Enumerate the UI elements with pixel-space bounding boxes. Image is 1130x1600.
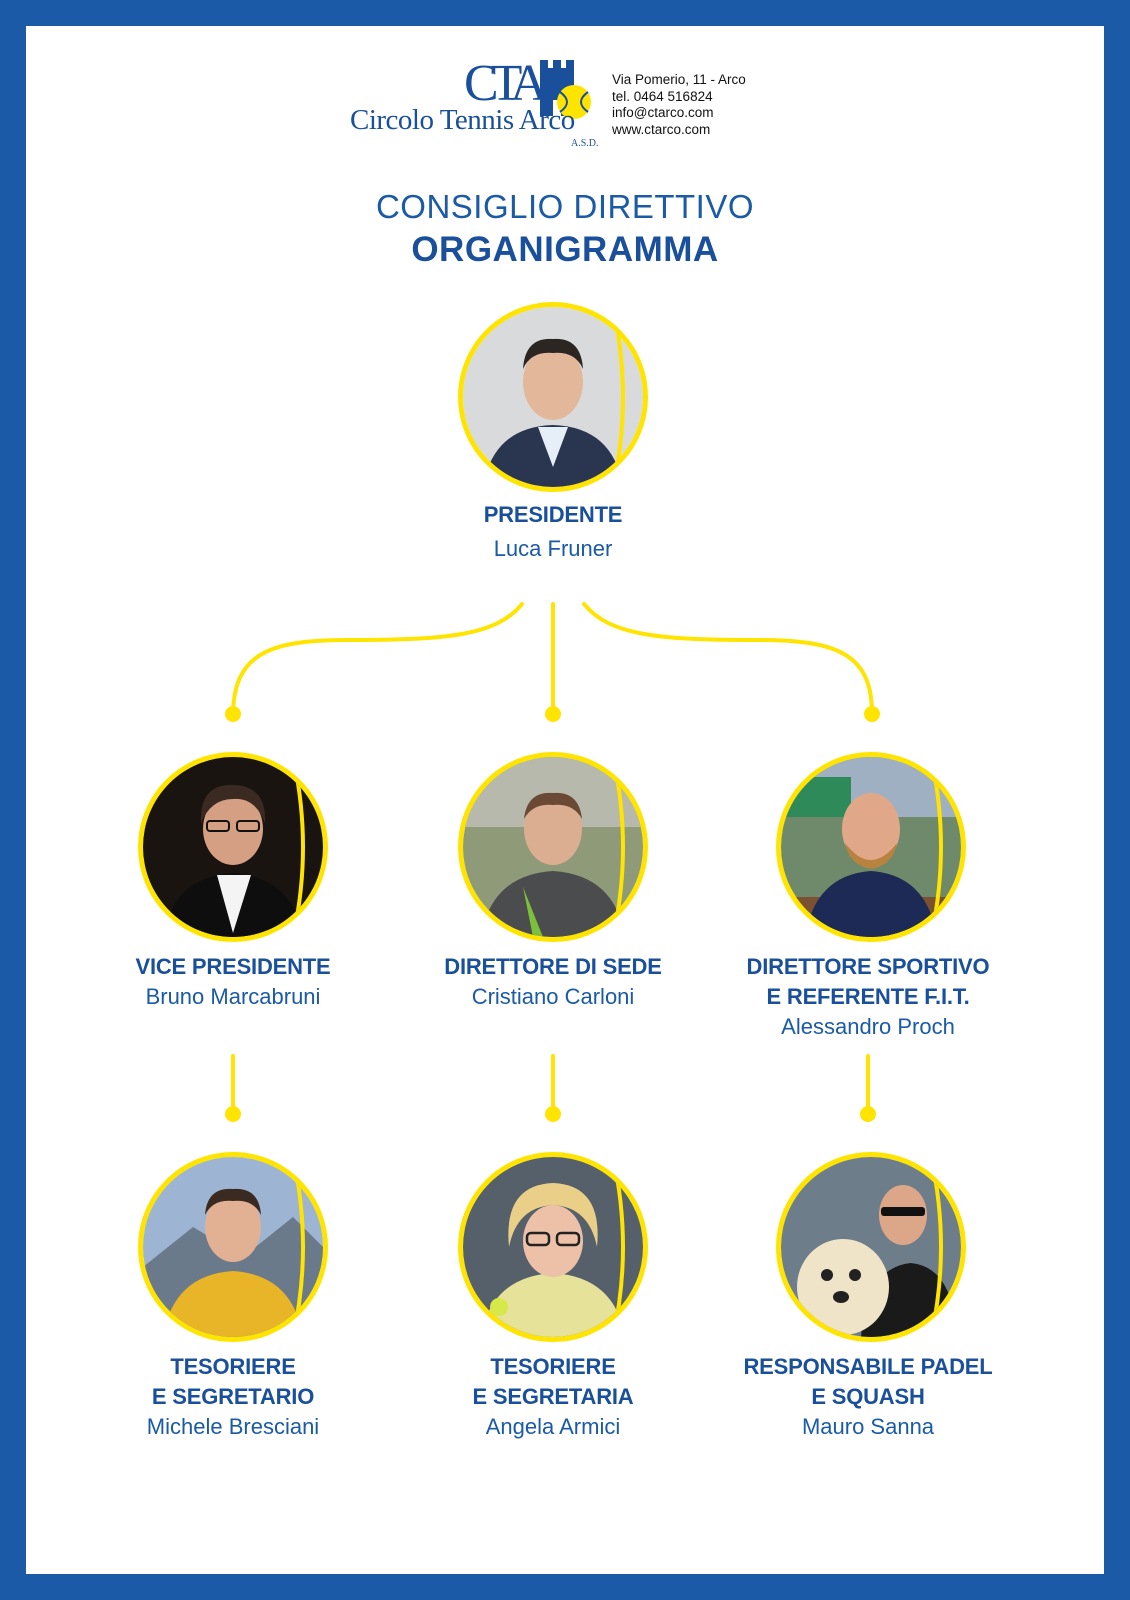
contact-address: Via Pomerio, 11 - Arco bbox=[612, 72, 746, 87]
name-site-director: Cristiano Carloni bbox=[471, 984, 635, 1009]
role-site-director: DIRETTORE DI SEDE bbox=[444, 954, 662, 979]
connector-president-sports bbox=[582, 602, 874, 716]
role-president: PRESIDENTE bbox=[483, 502, 623, 527]
portrait-treasurer-f bbox=[458, 1152, 648, 1342]
contact-info: Via Pomerio, 11 - Arco tel. 0464 516824 … bbox=[612, 72, 746, 138]
connector-dot bbox=[864, 706, 880, 722]
title-board: CONSIGLIO DIRETTIVO bbox=[375, 188, 755, 225]
name-vice-president: Bruno Marcabruni bbox=[145, 984, 321, 1009]
logo-name: Circolo Tennis Arco bbox=[350, 104, 575, 136]
connector-dot bbox=[225, 706, 241, 722]
logo-monogram: CTA bbox=[464, 55, 548, 112]
org-chart-page: CTA Circolo Tennis Arco A.S.D. Via Pomer… bbox=[26, 26, 1104, 1574]
connector-dot bbox=[545, 1106, 561, 1122]
tennis-ball-icon bbox=[557, 85, 591, 119]
portrait-treasurer-m bbox=[138, 1152, 328, 1342]
name-president: Luca Fruner bbox=[493, 536, 613, 561]
role-vice-president: VICE PRESIDENTE bbox=[135, 954, 331, 979]
connector-president-vice bbox=[231, 602, 524, 716]
role-sports-director: DIRETTORE SPORTIVO E REFERENTE F.I.T. bbox=[746, 954, 990, 1009]
portrait-sports-director bbox=[776, 752, 966, 942]
contact-email[interactable]: info@ctarco.com bbox=[612, 105, 714, 120]
name-padel-squash: Mauro Sanna bbox=[801, 1414, 935, 1439]
role-treasurer-m: TESORIERE E SEGRETARIO bbox=[151, 1354, 315, 1409]
title-org-chart: ORGANIGRAMMA bbox=[411, 230, 719, 269]
contact-website[interactable]: www.ctarco.com bbox=[612, 121, 711, 137]
connector-dot bbox=[225, 1106, 241, 1122]
portrait-vice-president bbox=[138, 752, 328, 942]
contact-phone: tel. 0464 516824 bbox=[612, 88, 713, 104]
portrait-site-director bbox=[458, 752, 648, 942]
portrait-president bbox=[458, 302, 648, 492]
connector-dot bbox=[545, 706, 561, 722]
logo-suffix: A.S.D. bbox=[571, 138, 599, 149]
connector-dot bbox=[860, 1106, 876, 1122]
role-padel-squash: RESPONSABILE PADEL E SQUASH bbox=[743, 1354, 993, 1409]
role-treasurer-f: TESORIERE E SEGRETARIA bbox=[472, 1354, 634, 1409]
name-sports-director: Alessandro Proch bbox=[781, 1014, 955, 1039]
name-treasurer-m: Michele Bresciani bbox=[146, 1414, 320, 1439]
name-treasurer-f: Angela Armici bbox=[485, 1414, 621, 1439]
connector-lines bbox=[225, 602, 880, 1122]
portrait-padel-squash bbox=[776, 1152, 966, 1342]
